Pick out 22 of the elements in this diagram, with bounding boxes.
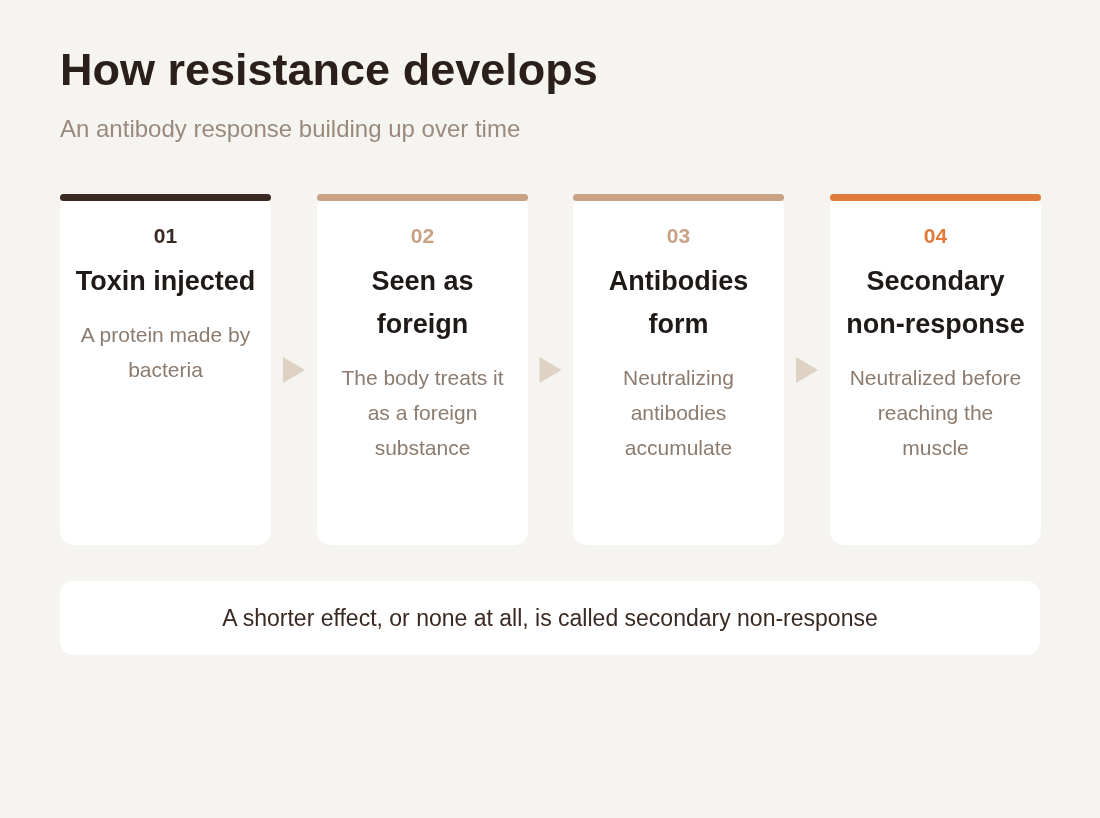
- step-title: Antibodies form: [607, 265, 750, 341]
- step-card: [830, 194, 1041, 545]
- step-title: Toxin injected: [75, 265, 256, 298]
- step-number: 03: [666, 224, 691, 248]
- step-number: 02: [410, 224, 435, 248]
- step-title: Seen as foreign: [370, 265, 475, 341]
- arrow: [539, 357, 562, 383]
- step-card: [60, 194, 271, 545]
- step-card: [317, 194, 528, 545]
- step-title: Secondary non-response: [845, 265, 1026, 341]
- step-description: Neutralizing antibodies accumulate: [622, 365, 735, 461]
- step-number: 01: [153, 224, 178, 248]
- title: How resistance develops: [60, 44, 598, 96]
- subtitle: An antibody response building up over time: [60, 115, 521, 143]
- step-description: A protein made by bacteria: [79, 322, 252, 383]
- note-text: A shorter effect, or none at all, is called secondary non-response: [222, 604, 878, 632]
- arrow: [283, 357, 305, 383]
- step-description: Neutralized before reaching the muscle: [848, 365, 1023, 461]
- arrow: [796, 357, 818, 383]
- step-number: 04: [923, 224, 948, 248]
- step-card: [573, 194, 784, 545]
- step-description: The body treats it as a foreign substance: [340, 365, 505, 461]
